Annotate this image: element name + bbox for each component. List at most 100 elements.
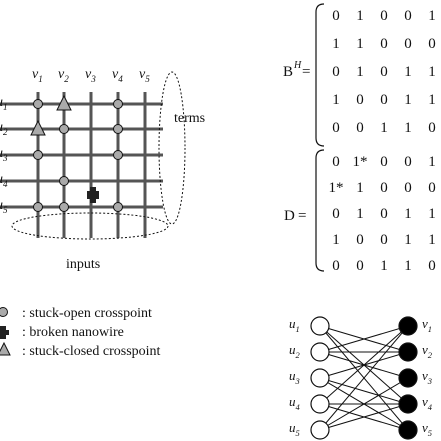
stuck-closed-icon [0,341,11,356]
bipartite-edge [319,325,409,353]
column-label: v1 [32,67,43,84]
matrix-cell: 1 [356,206,364,222]
column-label: v4 [112,67,123,84]
left-node-label: u2 [289,342,301,360]
matrix-cell: 1 [356,180,364,196]
matrix-cell: 1 [332,92,340,108]
matrix-cell: 1 [404,206,412,222]
matrix-d-equals: = [298,208,306,224]
stuck-open-marker [113,202,123,212]
column-label: v3 [85,67,96,84]
matrix-cell: 1 [332,36,340,52]
stuck-open-marker [59,124,69,134]
terms-label: terms [174,111,205,126]
matrix-cell: 0 [380,232,388,248]
right-node [398,316,418,336]
bipartite-edge [319,325,409,431]
matrix-cell: 1 [332,232,340,248]
left-node [310,316,330,336]
stuck-open-icon [0,307,8,317]
matrix-bh-equals: = [302,64,310,80]
row-label: u3 [0,146,8,163]
stuck-open-marker [113,150,123,160]
column-label: v5 [139,67,150,84]
stuck-closed-marker [30,119,46,136]
left-node-label: u5 [289,420,300,438]
right-node [398,368,418,388]
right-node-label: v2 [422,342,433,360]
legend-text-stuck-closed: : stuck-closed crosspoint [22,344,161,359]
stuck-open-marker [113,124,123,134]
matrix-cell: 0 [332,154,340,170]
matrix-d-left-bracket [315,149,325,272]
broken-nanowire-icon [0,326,9,339]
matrix-cell: 1 [356,64,364,80]
matrix-cell: 0 [380,154,388,170]
left-node-label: u3 [289,368,300,386]
matrix-cell: 1 [428,8,436,24]
matrix-cell: 0 [404,36,412,52]
matrix-cell: 1 [404,120,412,136]
matrix-d-name: D [284,208,295,224]
row-label: u5 [0,198,8,215]
matrix-cell: 1 [428,206,436,222]
matrix-cell: 1 [428,154,436,170]
matrix-cell: 0 [380,64,388,80]
legend-item-stuck-closed: : stuck-closed crosspoint [0,341,161,359]
column-label: v2 [58,67,69,84]
stuck-open-marker [33,99,43,109]
matrix-cell: 0 [428,258,436,274]
crossbar-array: v1v2v3v4v5u1u2u3u4u5 [0,67,163,238]
inputs-label: inputs [66,257,100,272]
matrix-cell: 1 [404,232,412,248]
inputs-ellipse [11,212,169,240]
legend-item-broken-nanowire: : broken nanowire [0,325,124,340]
matrix-cell: 0 [332,206,340,222]
legend-item-stuck-open: : stuck-open crosspoint [0,306,152,321]
matrix-cell: 0 [332,258,340,274]
matrix-cell: 1* [329,180,344,196]
matrix-cell: 0 [404,180,412,196]
matrix-cell: 1 [404,258,412,274]
left-node [310,342,330,362]
right-node [398,342,418,362]
bipartite-edge [319,403,409,431]
right-node-label: v4 [422,394,433,412]
matrix-cell: 0 [332,64,340,80]
matrix-cell: 1 [428,92,436,108]
matrix-cell: 0 [356,92,364,108]
matrix-cell: 1 [356,36,364,52]
matrix-cell: 0 [380,92,388,108]
matrix-cell: 0 [332,8,340,24]
matrix-cell: 1 [404,64,412,80]
matrix-cell: 0 [380,180,388,196]
stuck-open-marker [33,150,43,160]
matrix-cell: 1 [380,120,388,136]
matrix-cell: 0 [380,206,388,222]
right-node-label: v3 [422,368,432,386]
broken-nanowire-marker [87,187,99,203]
left-node-label: u1 [289,316,300,334]
right-node [398,420,418,440]
legend-text-stuck-open: : stuck-open crosspoint [22,306,152,321]
right-node-label: v5 [422,420,432,438]
matrix-cell: 0 [332,120,340,136]
matrix-cell: 1 [428,232,436,248]
matrix-bh-left-bracket [315,3,325,147]
bipartite-edge [319,377,409,431]
left-node [310,394,330,414]
stuck-open-marker [113,99,123,109]
bipartite-edge [319,377,409,405]
matrix-cell: 0 [428,180,436,196]
legend-text-broken-nanowire: : broken nanowire [22,325,124,340]
matrix-cell: 0 [428,120,436,136]
right-node [398,394,418,414]
matrix-cell: 0 [356,120,364,136]
left-node [310,420,330,440]
terms-ellipse [158,71,186,225]
matrix-cell: 0 [428,36,436,52]
right-node-label: v1 [422,316,432,334]
